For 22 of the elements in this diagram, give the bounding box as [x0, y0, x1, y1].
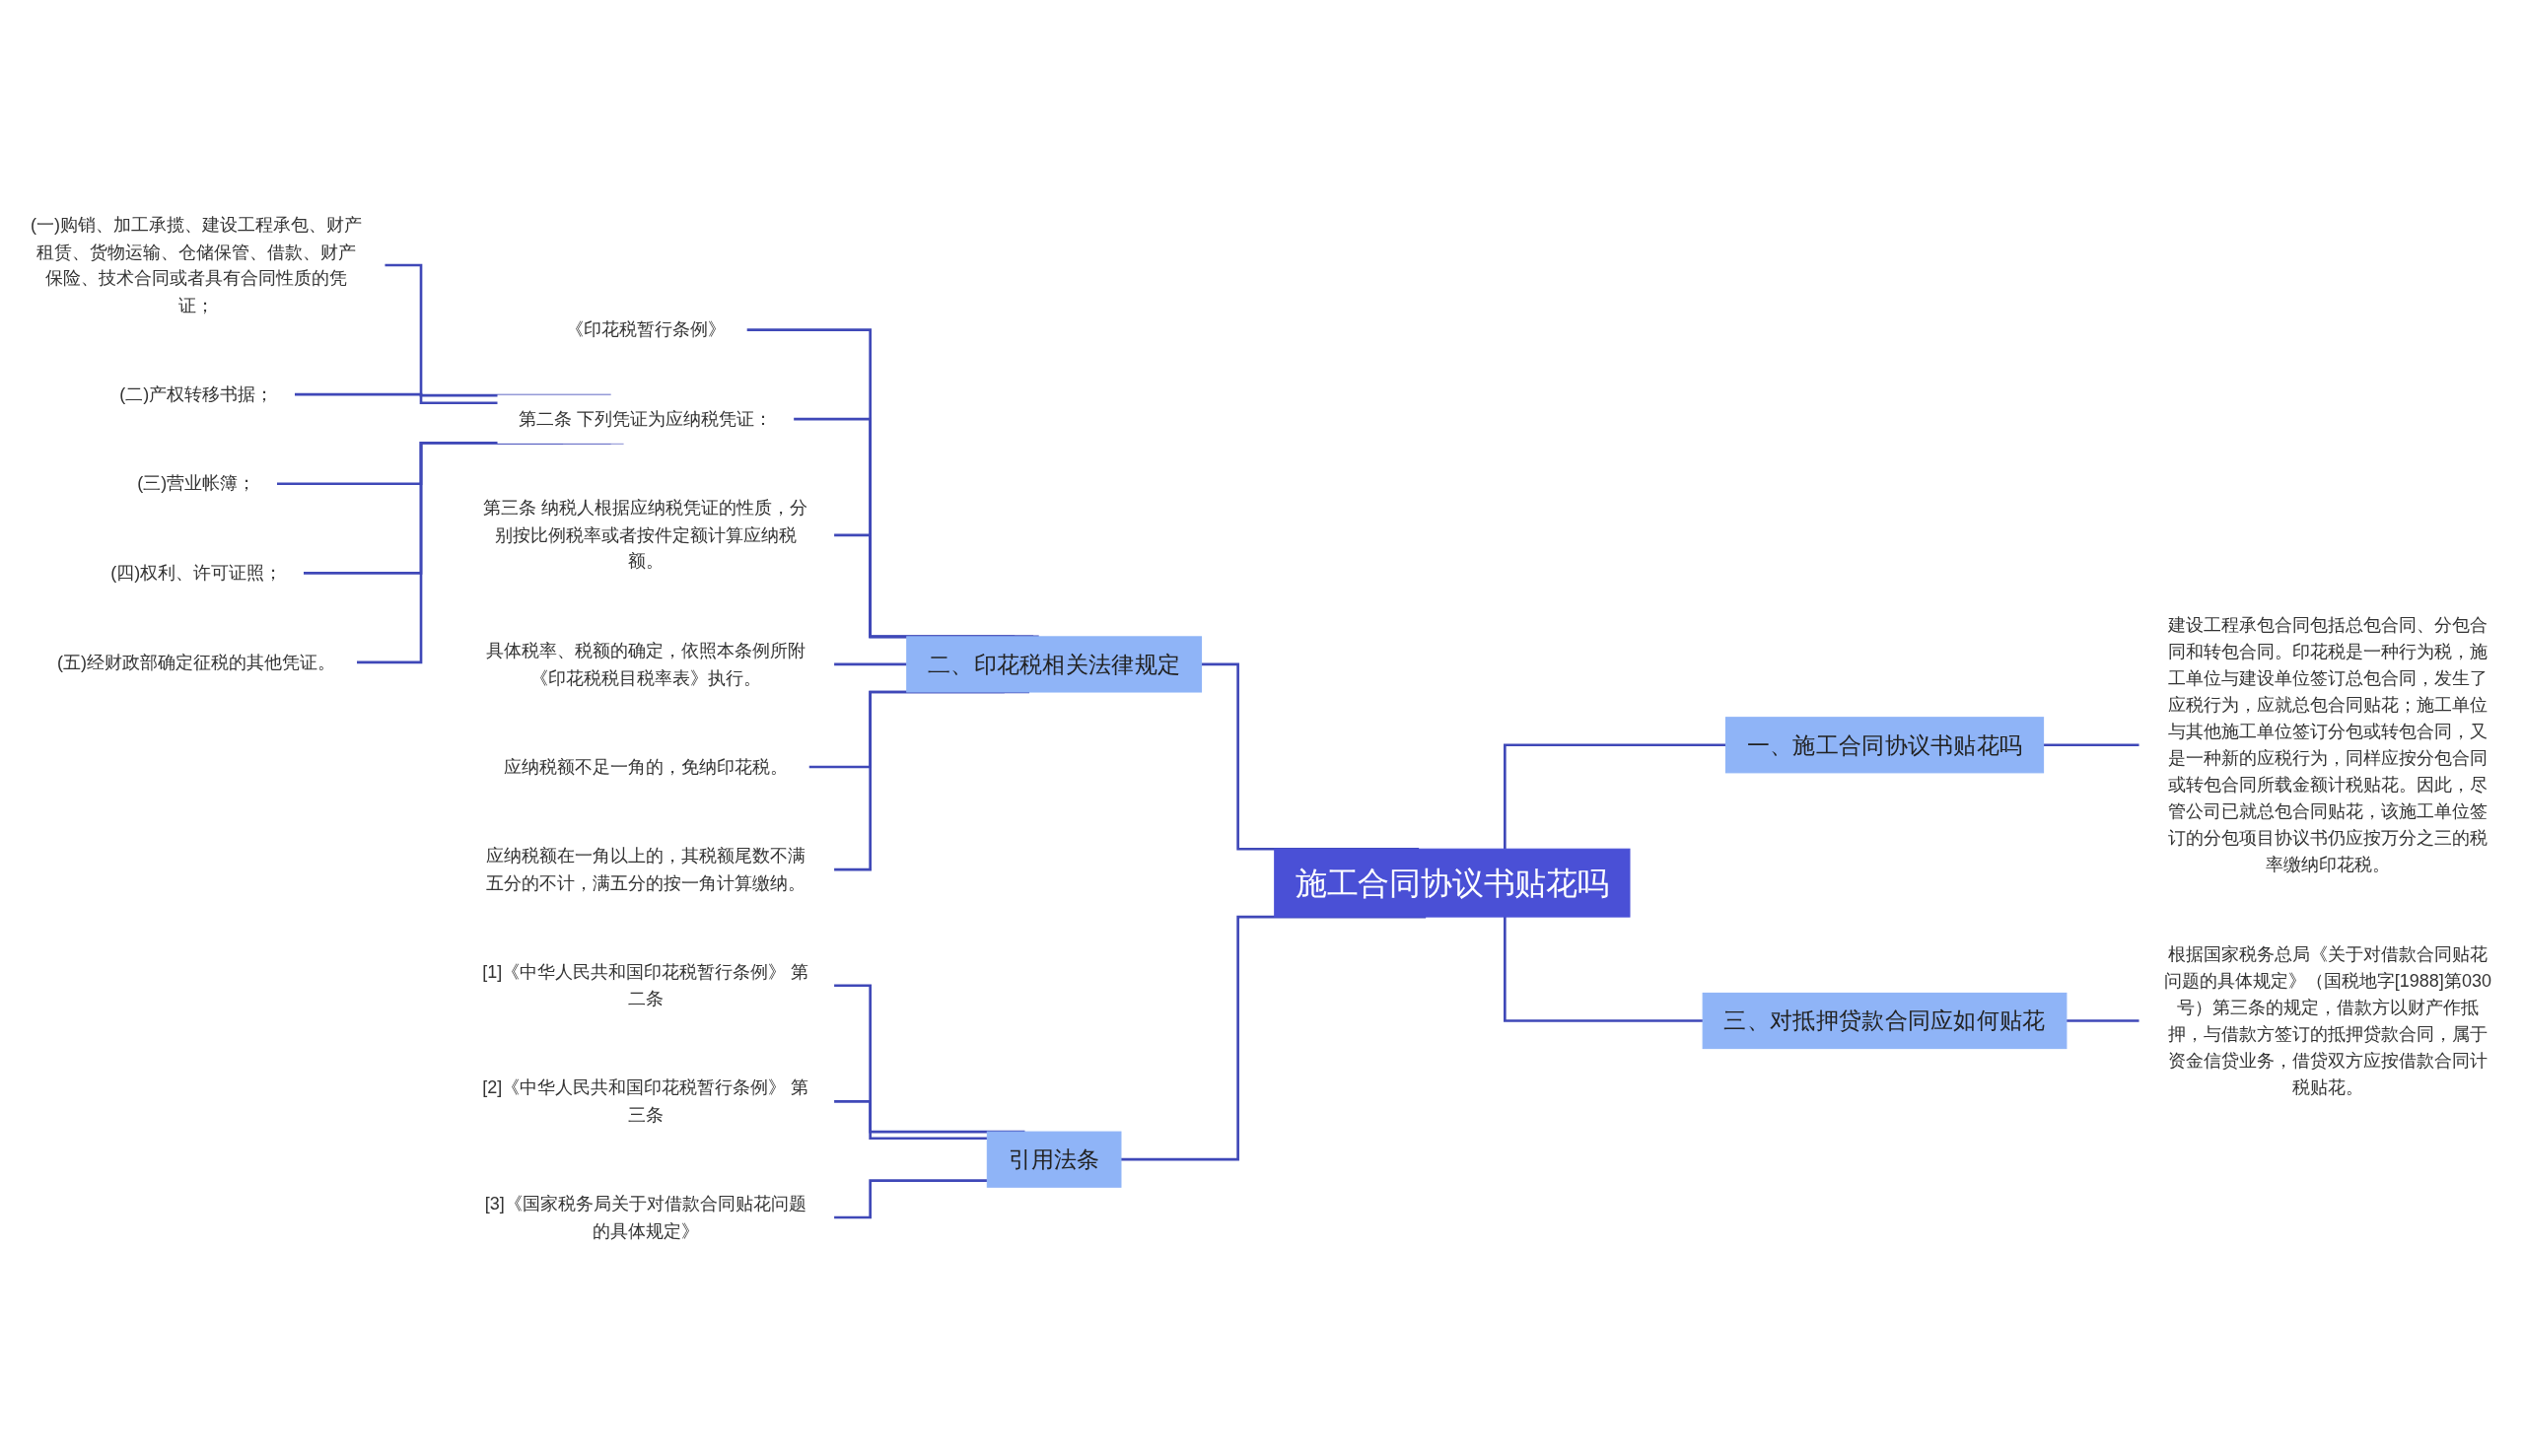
node-text: (三)营业帐簿；	[137, 473, 256, 494]
node-text: 具体税率、税额的确定，依照本条例所附《印花税税目税率表》执行。	[485, 641, 806, 688]
node-text: 建设工程承包合同包括总包合同、分包合同和转包合同。印花税是一种行为税，施工单位与建设单位签订总包合同，发生了应税行为，应就总包合同贴花；施工单位与其他施工单位签订分包或转包合同，又是一种新的应税行为，同样应按分包合同或转包合同所载金额计税贴花。因此，尽管公司已就总包合同贴花，该施工单位签订的分包项目协议书仍应按万分之三的税率缴纳印花税。	[2167, 614, 2488, 875]
node-text: 《印花税暂行条例》	[565, 319, 726, 340]
node-text: (二)产权转移书据；	[119, 383, 274, 404]
node-box: 三、对抵押贷款合同应如何贴花	[1702, 992, 2068, 1050]
connector	[1504, 917, 1704, 1022]
node-text: [2]《中华人民共和国印花税暂行条例》 第三条	[482, 1077, 809, 1125]
node-text: (一)购销、加工承揽、建设工程承包、财产租赁、货物运输、仓储保管、借款、财产保险、技术合同或者具有合同性质的凭证；	[31, 215, 363, 315]
node-box: 引用法条	[986, 1131, 1122, 1188]
node-text: [1]《中华人民共和国印花税暂行条例》 第二条	[482, 961, 809, 1009]
node-text: 根据国家税务总局《关于对借款合同贴花问题的具体规定》（国税地字[1988]第030号）第三条的规定，借款方以财产作抵押，与借款方签订的抵押贷款合同，属于资金信贷业务，借贷双方应按借款合同计税贴花。	[2163, 943, 2491, 1097]
node-text: 应纳税额在一角以上的，其税额尾数不满五分的不计，满五分的按一角计算缴纳。	[485, 846, 806, 893]
node-text: [3]《国家税务局关于对借款合同贴花问题的具体规定》	[484, 1194, 806, 1241]
connector	[1504, 743, 1726, 850]
node-text: 第三条 纳税人根据应纳税凭证的性质，分别按比例税率或者按件定额计算应纳税额。	[483, 498, 808, 572]
node-text: 应纳税额不足一角的，免纳印花税。	[503, 756, 788, 777]
node-text: (四)权利、许可证照；	[110, 563, 283, 584]
node-box: 一、施工合同协议书贴花吗	[1724, 717, 2045, 774]
node-box: 二、印花税相关法律规定	[906, 636, 1203, 693]
node-text: (五)经财政部确定征税的其他凭证。	[57, 652, 336, 672]
node-box: 施工合同协议书贴花吗	[1274, 848, 1631, 918]
